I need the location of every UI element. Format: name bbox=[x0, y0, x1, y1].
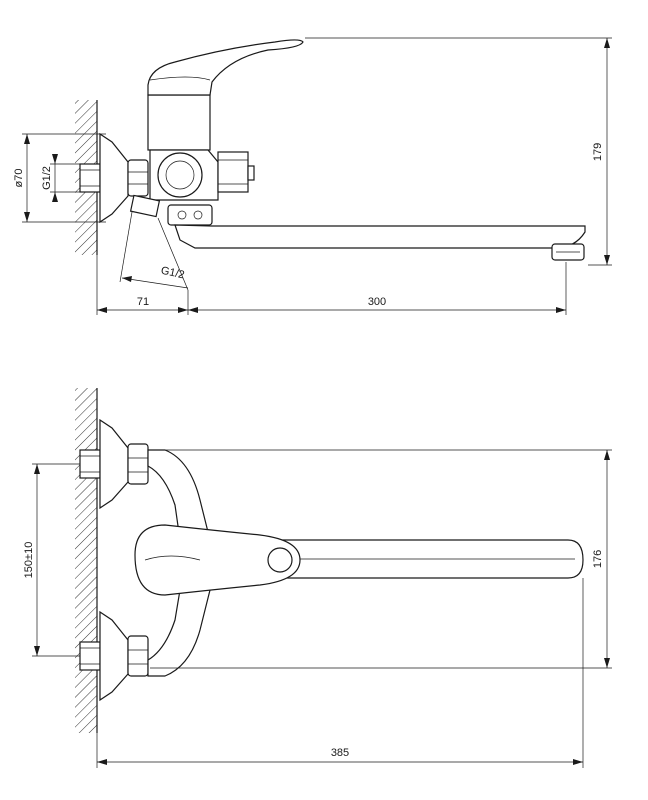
dimension-thread-outlet: G1/2 bbox=[119, 211, 189, 291]
lever-handle-side bbox=[147, 39, 304, 96]
dimension-height: 179 bbox=[305, 37, 612, 266]
dimension-diameter: ø70 bbox=[13, 133, 106, 223]
dimension-diameter-label: ø70 bbox=[13, 169, 25, 188]
dimension-spout-length-label: 300 bbox=[368, 296, 386, 308]
dimension-total-length-label: 385 bbox=[331, 747, 349, 759]
dimension-offset: 71 bbox=[96, 255, 189, 315]
top-view: 150±10 176 385 bbox=[23, 388, 612, 768]
inlet-connector-upper bbox=[79, 418, 149, 510]
spout-side bbox=[174, 224, 586, 261]
dimension-height-label: 179 bbox=[592, 143, 604, 161]
dimension-spacing-label: 150±10 bbox=[23, 542, 35, 579]
wall-section-top bbox=[75, 388, 98, 733]
dimension-spacing: 150±10 bbox=[23, 463, 80, 657]
spout-top bbox=[204, 539, 584, 579]
dimension-thread-outlet-label: G1/2 bbox=[160, 265, 186, 282]
valve-body-side bbox=[129, 94, 255, 226]
side-view: 179 ø70 G1/2 G1/2 bbox=[13, 37, 612, 315]
lever-handle-top bbox=[134, 524, 301, 596]
valve-body-top bbox=[147, 449, 211, 677]
dimension-thread-inlet-label: G1/2 bbox=[41, 166, 53, 190]
dimension-thread-inlet: G1/2 bbox=[41, 154, 80, 202]
dimension-offset-label: 71 bbox=[137, 296, 149, 308]
dimension-total-length: 385 bbox=[96, 578, 584, 768]
dimension-depth-label: 176 bbox=[592, 550, 604, 568]
inlet-connector-lower bbox=[79, 610, 149, 702]
dimension-spout-length: 300 bbox=[188, 262, 567, 315]
dimension-depth: 176 bbox=[150, 449, 612, 669]
